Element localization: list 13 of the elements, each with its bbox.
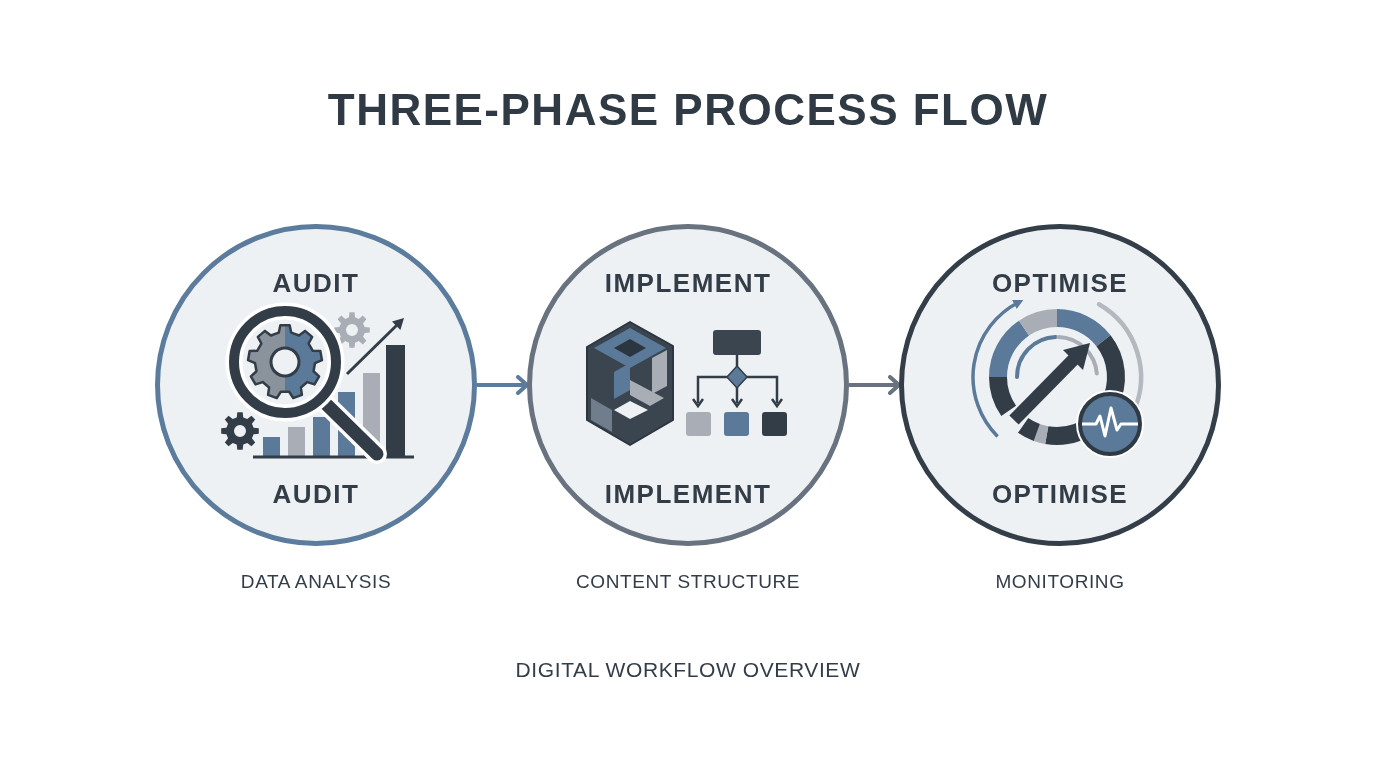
phase-title: IMPLEMENT — [604, 268, 772, 298]
phase-title: OPTIMISE — [991, 479, 1129, 509]
phase-title: IMPLEMENT — [604, 479, 772, 509]
arrow — [849, 375, 901, 395]
phase-title: AUDIT — [272, 479, 360, 509]
phase-subtitle: DATA ANALYSIS — [240, 570, 392, 594]
phase-title: AUDIT — [272, 268, 360, 298]
phase-subtitle: CONTENT STRUCTURE — [575, 570, 801, 594]
phase-subtitle: MONITORING — [995, 570, 1125, 594]
diagram-caption: DIGITAL WORKFLOW OVERVIEW — [515, 657, 861, 683]
arrow — [477, 375, 529, 395]
diagram-title: THREE-PHASE PROCESS FLOW — [327, 84, 1049, 136]
phase-title: OPTIMISE — [991, 268, 1129, 298]
